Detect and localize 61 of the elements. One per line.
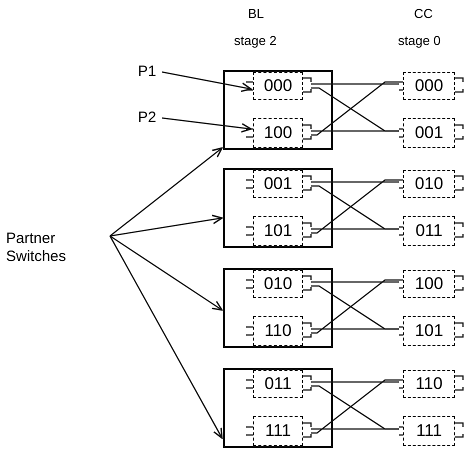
switch-box: [403, 416, 455, 446]
connection-line: [311, 379, 399, 434]
switch-address: 110: [264, 321, 292, 341]
switch-box: [253, 370, 303, 398]
switch-address: 010: [414, 174, 444, 194]
switch-box: [253, 72, 303, 100]
arrow: [109, 236, 223, 439]
switch-address: 001: [264, 174, 292, 194]
column-header: BL: [248, 6, 264, 21]
switch-box: [403, 370, 455, 398]
switch-box: [253, 416, 303, 446]
switch-address: 011: [415, 221, 443, 241]
switch-box: [253, 170, 303, 198]
arrow: [162, 117, 252, 133]
arrow: [162, 71, 252, 92]
arrow: [110, 235, 223, 311]
switch-box: [223, 70, 333, 150]
switch-address: 010: [264, 274, 292, 294]
switch-box: [223, 168, 333, 248]
arrow: [110, 214, 223, 237]
switch-address: 101: [264, 221, 292, 241]
switch-box: [403, 72, 455, 100]
switch-address: 100: [414, 274, 444, 294]
switch-address: 111: [265, 421, 291, 441]
switch-box: [223, 268, 333, 348]
switch-box: [223, 368, 333, 448]
switch-box: [253, 216, 303, 246]
connection-line: [311, 181, 399, 183]
switch-box: [403, 316, 455, 346]
switch-box: [253, 118, 303, 148]
switch-box: [403, 118, 455, 148]
column-header: stage 0: [398, 33, 441, 48]
switch-address: 101: [414, 321, 444, 341]
connection-line: [311, 228, 399, 230]
switch-box: [253, 316, 303, 346]
column-header: stage 2: [234, 33, 277, 48]
switch-box: [403, 170, 455, 198]
connection-line: [311, 428, 399, 430]
connection-line: [311, 381, 399, 383]
connection-line: [311, 179, 399, 234]
port-label: P2: [138, 109, 156, 127]
port-label: P1: [138, 63, 156, 81]
switch-address: 001: [414, 123, 444, 143]
connection-line: [311, 279, 399, 334]
port-label: Partner Switches: [6, 230, 68, 266]
switch-address: 000: [414, 76, 444, 96]
switch-address: 100: [264, 123, 292, 143]
switch-address: 011: [264, 374, 292, 394]
connection-line: [311, 281, 399, 283]
switch-address: 110: [415, 374, 443, 394]
column-header: CC: [414, 6, 433, 21]
switch-address: 000: [264, 76, 292, 96]
switch-box: [403, 270, 455, 298]
connection-line: [311, 83, 399, 85]
arrow: [110, 147, 223, 237]
connection-line: [311, 328, 399, 330]
switch-box: [253, 270, 303, 298]
switch-address: 111: [416, 421, 442, 441]
connection-line: [311, 130, 399, 132]
switch-box: [403, 216, 455, 246]
connection-line: [311, 81, 399, 136]
